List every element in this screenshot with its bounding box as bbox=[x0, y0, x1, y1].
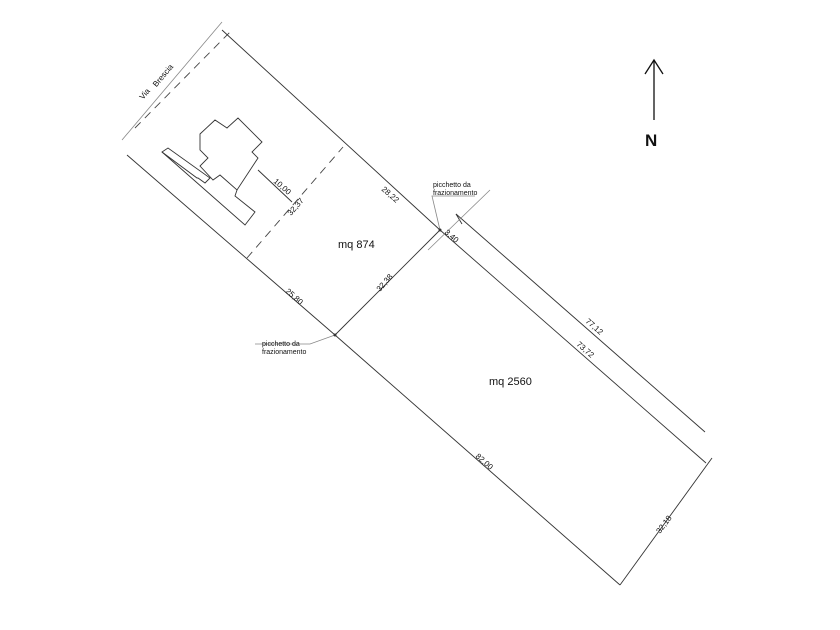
street-setback-dashed bbox=[134, 29, 233, 129]
divider-line bbox=[334, 229, 441, 336]
stake-bottom-note-2: frazionamento bbox=[262, 349, 306, 356]
dim-north-outer: 77,12 bbox=[584, 317, 605, 337]
parcel-area-2: mq 2560 bbox=[489, 376, 532, 388]
stake-bottom-marker bbox=[333, 333, 337, 337]
stake-top-note-1: picchetto da bbox=[433, 182, 471, 189]
offset-tick bbox=[455, 213, 463, 225]
boundary-south-upper bbox=[126, 154, 336, 336]
stake-top-note-2: frazionamento bbox=[433, 190, 477, 197]
street-label-name: Brescia bbox=[151, 62, 175, 89]
house-offset-line bbox=[257, 169, 293, 203]
garage-outline bbox=[161, 151, 256, 226]
boundary-north-upper bbox=[221, 29, 441, 231]
boundary-end bbox=[619, 457, 713, 586]
stake-bottom-leader bbox=[255, 334, 336, 345]
stake-top-leader bbox=[431, 195, 475, 231]
stake-top-marker bbox=[438, 228, 442, 232]
dim-end-width: 32,18 bbox=[654, 513, 674, 535]
boundary-north-inner bbox=[439, 229, 707, 464]
dim-south-lower: 82,00 bbox=[474, 452, 495, 472]
north-arrow-icon bbox=[644, 58, 664, 120]
dashed-division bbox=[246, 146, 344, 259]
dim-divider: 32,38 bbox=[375, 272, 395, 293]
dim-small-offset: 3,40 bbox=[443, 228, 461, 245]
house-footprint bbox=[199, 117, 263, 191]
street-label-via: Via bbox=[138, 86, 153, 101]
dim-north-upper: 28,22 bbox=[380, 185, 401, 205]
north-label: N bbox=[645, 131, 657, 150]
dim-south-upper: 25,80 bbox=[284, 287, 305, 307]
boundary-south-lower bbox=[334, 334, 621, 586]
stake-bottom-note-1: picchetto da bbox=[262, 341, 300, 348]
parcel-area-1: mq 874 bbox=[338, 239, 375, 251]
street-edge bbox=[121, 21, 223, 141]
dim-house-offset: 10,00 bbox=[272, 177, 293, 197]
annex bbox=[161, 147, 211, 184]
boundary-north-outer bbox=[455, 213, 706, 433]
offset-line bbox=[427, 189, 491, 251]
